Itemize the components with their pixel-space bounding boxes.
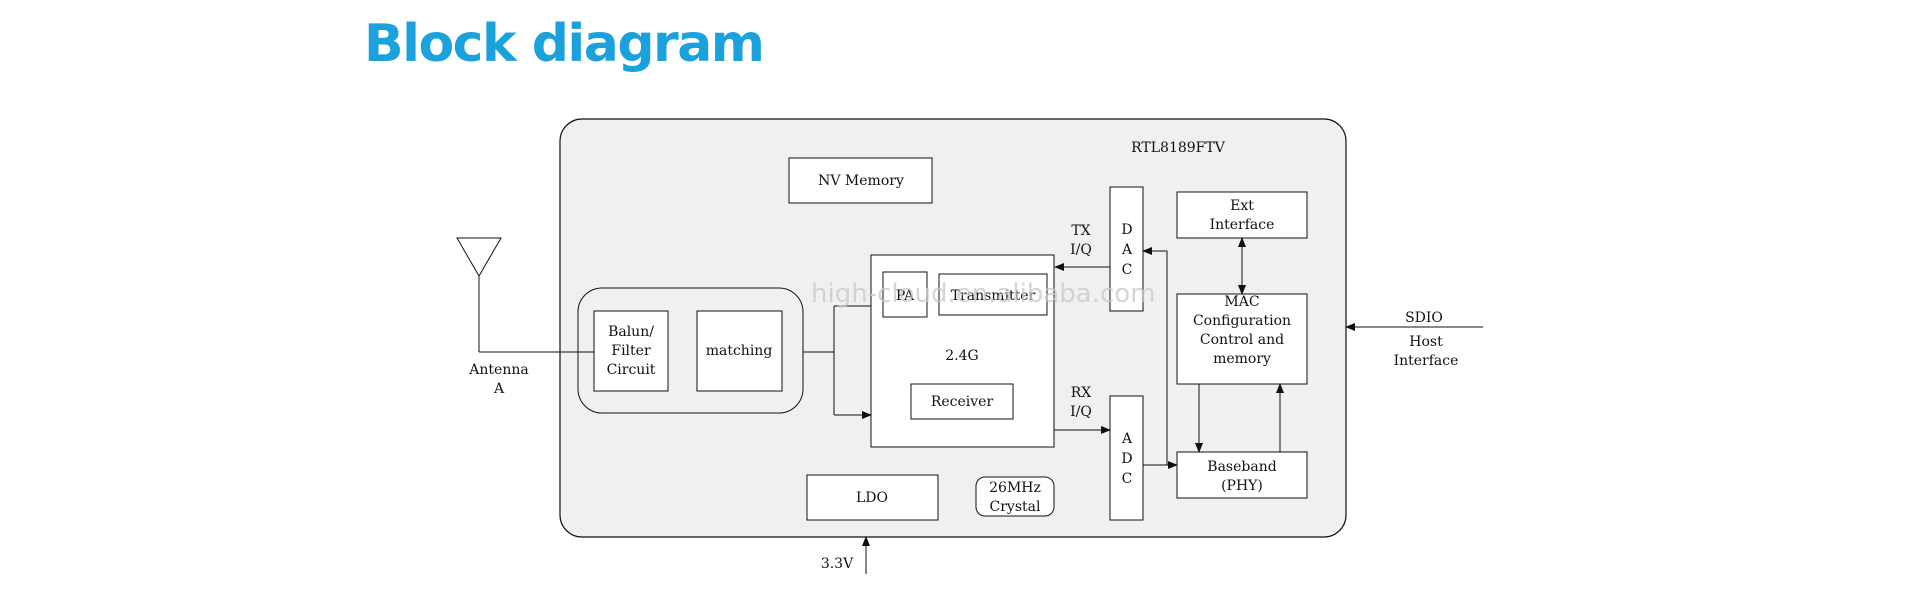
antenna-icon [456, 237, 502, 277]
ext-interface-box [1176, 191, 1308, 239]
crystal-box [975, 476, 1055, 517]
chip-label: RTL8189FTV [1131, 140, 1226, 156]
pa-label: PA [896, 288, 915, 304]
sdio-label: SDIO [1405, 310, 1443, 326]
rf-2g4-label: 2.4G [945, 348, 978, 364]
nv-memory-label: NV Memory [818, 173, 904, 189]
transmitter-label: Transmitter [951, 288, 1036, 304]
receiver-label: Receiver [931, 394, 994, 410]
baseband-label: Baseband(PHY) [1207, 459, 1276, 494]
page-title: Block diagram [364, 14, 765, 74]
baseband-box [1176, 451, 1308, 499]
receiver-box [910, 383, 1014, 420]
pa-box [882, 271, 928, 318]
matching-label: matching [706, 343, 773, 359]
watermark: high-cloud.en.alibaba.com [811, 279, 1156, 309]
ldo-label: LDO [856, 490, 888, 506]
power-label: 3.3V [821, 556, 854, 572]
transmitter-box [938, 273, 1048, 316]
adc-box [1109, 395, 1144, 521]
ldo-box [806, 474, 939, 521]
nv-memory-box [788, 157, 933, 204]
balun-box [593, 310, 669, 392]
matching-box [696, 310, 783, 392]
